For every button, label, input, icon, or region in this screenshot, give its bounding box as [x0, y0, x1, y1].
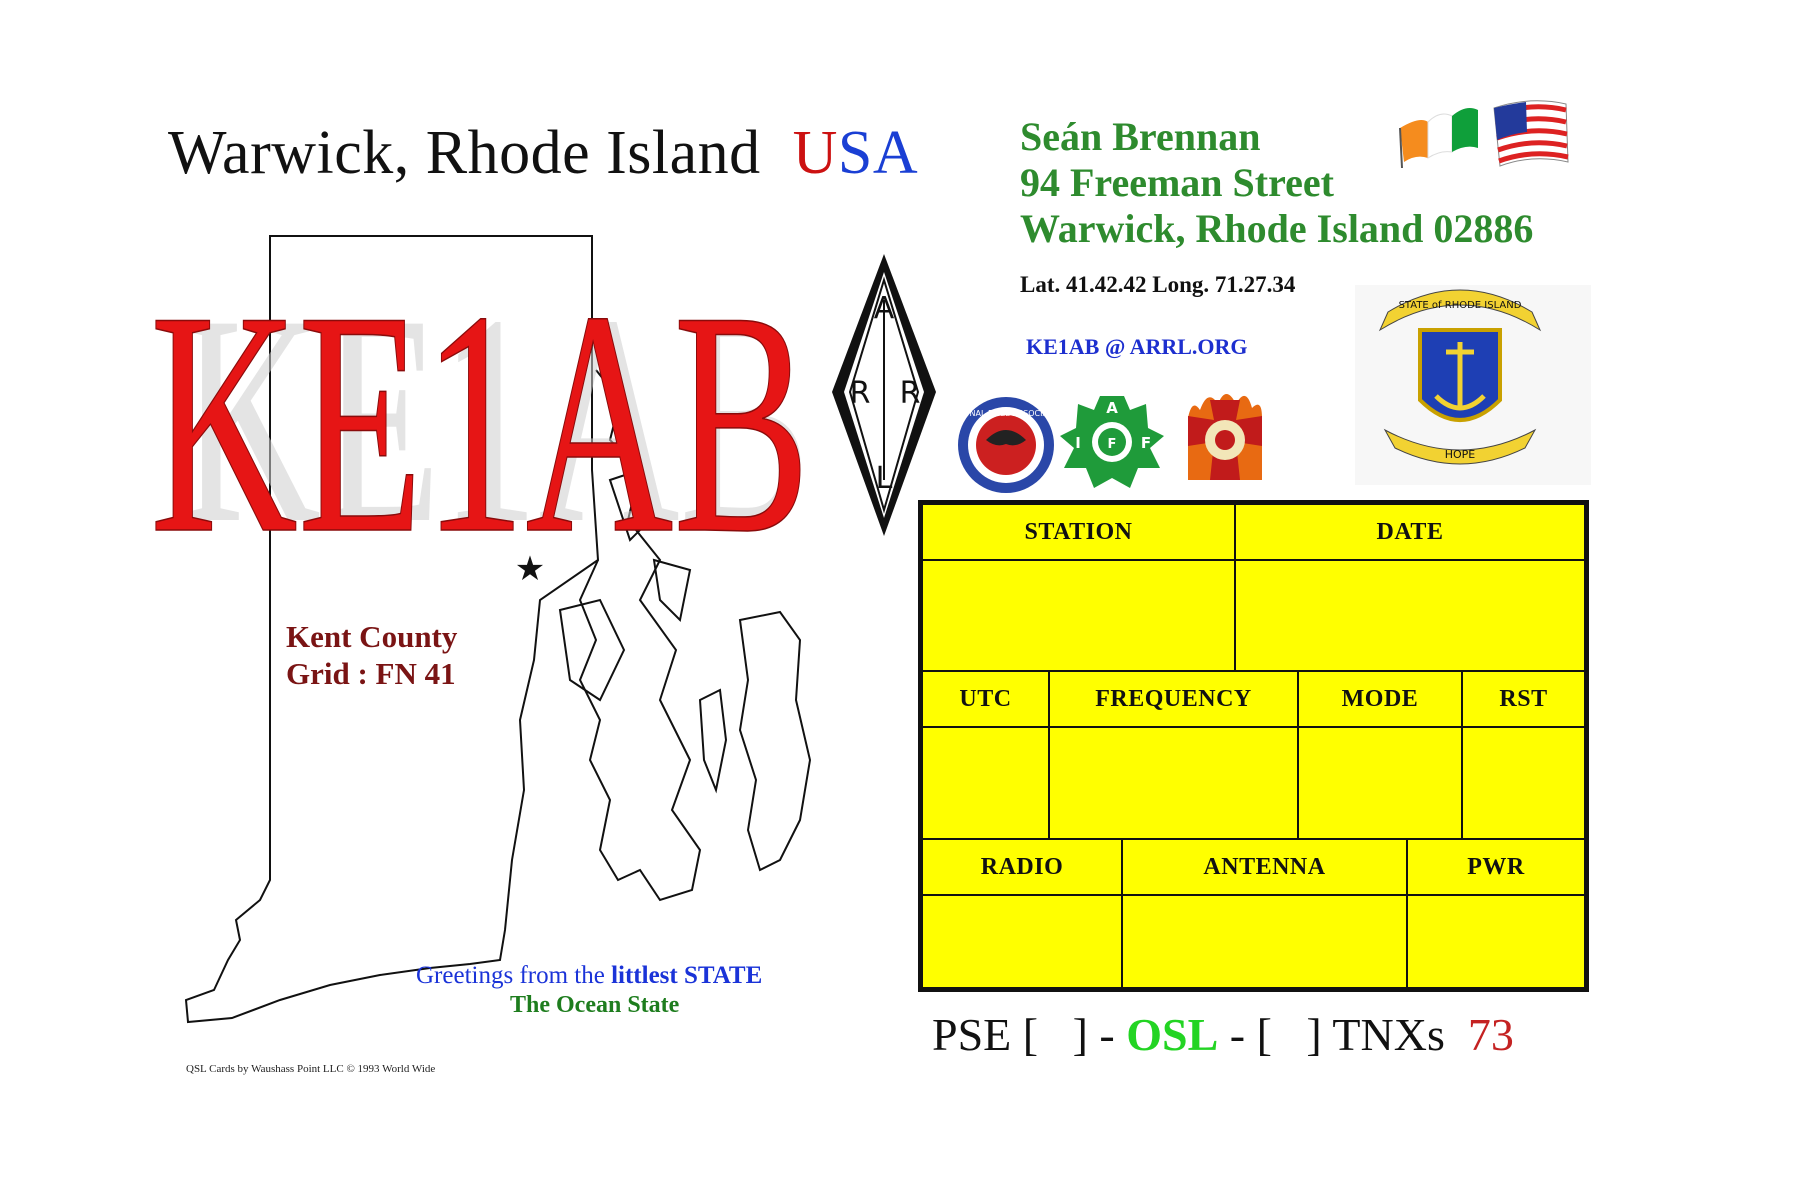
callsign-shadow: KE1AB — [180, 253, 810, 585]
svg-text:A: A — [1106, 399, 1118, 417]
iaff-emblem-logo: A I F F — [1060, 396, 1164, 488]
fire-chiefs-emblem-logo — [1188, 394, 1262, 480]
svg-text:HOPE: HOPE — [1445, 448, 1476, 461]
location-headline: Warwick, Rhode Island USA — [168, 118, 918, 189]
frequency-header: FREQUENCY — [1050, 672, 1299, 726]
operator-street: 94 Freeman Street — [1020, 160, 1334, 205]
radio-value[interactable] — [923, 896, 1123, 987]
pwr-header: PWR — [1467, 853, 1525, 880]
antenna-value[interactable] — [1123, 896, 1408, 987]
date-value[interactable] — [1236, 561, 1584, 670]
location-star-icon: ★ — [515, 549, 545, 589]
county-grid: Kent County Grid : FN 41 — [286, 618, 457, 692]
greeting-prefix: Greetings from the — [416, 962, 605, 989]
pse-text: PSE [ ] - — [932, 1009, 1127, 1060]
operator-name: Seán Brennan — [1020, 114, 1261, 159]
nra-seal-logo: NATIONAL RIFLE ASSOCIATION — [945, 397, 1067, 493]
irish-flag-icon — [1399, 108, 1478, 169]
svg-text:F: F — [1108, 437, 1117, 452]
county-name: Kent County — [286, 619, 458, 654]
utc-header: UTC — [923, 672, 1050, 726]
mode-value[interactable] — [1299, 728, 1463, 838]
us-flag-icon — [1493, 100, 1569, 167]
frequency-value[interactable] — [1050, 728, 1299, 838]
rhode-island-seal-logo: STATE of RHODE ISLAND HOPE — [1355, 285, 1591, 485]
rst-value[interactable] — [1463, 728, 1584, 838]
arrl-diamond-logo: A R R L — [832, 254, 936, 536]
qso-header-row-1: STATION DATE — [923, 505, 1584, 561]
svg-text:R: R — [850, 376, 871, 411]
pwr-value[interactable] — [1408, 896, 1584, 987]
greeting-line-1: Greetings from the littlest STATE — [416, 962, 762, 990]
qso-header-row-2: UTC FREQUENCY MODE RST — [923, 672, 1584, 728]
qsl-request-line: PSE [ ] - OSL - [ ] TNXs 73 — [932, 1008, 1514, 1061]
qso-table: STATION DATE UTC FREQUENCY MODE RST RADI… — [918, 500, 1589, 992]
operator-city-zip: Warwick, Rhode Island 02886 — [1020, 206, 1534, 251]
mode-header: MODE — [1299, 672, 1463, 726]
rst-header: RST — [1499, 685, 1548, 712]
lat-long: Lat. 41.42.42 Long. 71.27.34 — [1020, 272, 1296, 297]
qso-value-row-2 — [923, 728, 1584, 840]
operator-email: KE1AB @ ARRL.ORG — [1026, 334, 1248, 359]
greeting-line-2: The Ocean State — [510, 992, 680, 1018]
tnx-text: - [ ] TNXs — [1218, 1009, 1468, 1060]
greeting-bold: littlest STATE — [611, 962, 763, 989]
antenna-header: ANTENNA — [1123, 840, 1408, 894]
callsign: KE1AB — [150, 246, 810, 600]
svg-text:STATE of RHODE ISLAND: STATE of RHODE ISLAND — [1399, 300, 1522, 311]
station-value[interactable] — [923, 561, 1236, 670]
svg-text:F: F — [1141, 434, 1151, 452]
qso-value-row-3 — [923, 896, 1584, 987]
qso-header-row-3: RADIO ANTENNA PWR — [923, 840, 1584, 896]
country-sa: SA — [837, 119, 919, 187]
operator-address: Seán Brennan 94 Freeman Street Warwick, … — [1020, 114, 1533, 252]
date-header: DATE — [1376, 518, 1444, 545]
osl-text: OSL — [1126, 1009, 1219, 1060]
svg-text:A: A — [874, 291, 895, 326]
radio-header: RADIO — [923, 840, 1123, 894]
svg-text:L: L — [876, 461, 893, 496]
city-state: Warwick, Rhode Island — [168, 119, 761, 187]
svg-text:I: I — [1075, 434, 1081, 452]
utc-value[interactable] — [923, 728, 1050, 838]
svg-text:R: R — [900, 376, 921, 411]
country-u: U — [792, 119, 838, 187]
seventy-three-text: 73 — [1467, 1009, 1514, 1060]
grid-square: Grid : FN 41 — [286, 656, 456, 691]
station-header: STATION — [923, 505, 1236, 559]
copyright-notice: QSL Cards by Waushass Point LLC © 1993 W… — [186, 1063, 436, 1075]
svg-text:NATIONAL RIFLE ASSOCIATION: NATIONAL RIFLE ASSOCIATION — [945, 409, 1067, 418]
rhode-island-map — [184, 235, 812, 1024]
qso-value-row-1 — [923, 561, 1584, 672]
